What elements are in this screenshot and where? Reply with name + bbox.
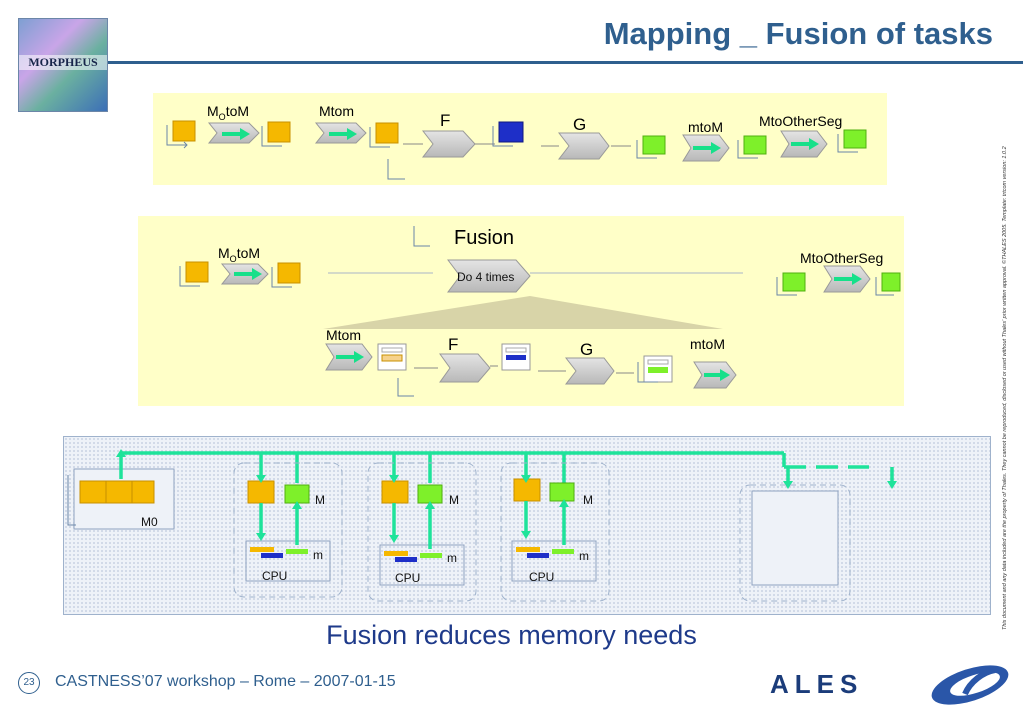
processing-node-3 (500, 462, 610, 602)
inner-chevron-g (564, 357, 615, 385)
inner-label-g: G (580, 340, 594, 359)
fusion-data-orange-2 (271, 262, 301, 288)
chevron-g (557, 132, 610, 160)
m0-memory (67, 468, 175, 530)
thales-swoosh-logo (931, 665, 1009, 705)
morpheus-logo: MORPHEUS (18, 18, 108, 112)
node1-cpu-label: CPU (262, 569, 288, 583)
node3-local-mem-label: m (579, 549, 589, 563)
inner-chevron-f (439, 353, 491, 383)
processing-node-2 (367, 462, 477, 602)
chevron-fusion-mtootherseg (823, 265, 871, 293)
chevron-mtootherseg (780, 130, 828, 158)
logo-text: MORPHEUS (19, 55, 107, 70)
empty-node (739, 484, 851, 602)
data-block-green-3 (837, 129, 867, 153)
inner-chevron-mtom (325, 343, 373, 371)
fusion-data-green-2 (875, 272, 901, 296)
motom-suffix: toM (225, 103, 250, 119)
page-number: 23 (18, 672, 40, 694)
label-f: F (440, 111, 451, 130)
fusion-label-motom: MOtoM (218, 245, 260, 264)
title-rule (108, 61, 1023, 64)
node1-mem-label: M (315, 493, 325, 507)
fusion-diagram (179, 226, 901, 397)
label-mtootherseg: MtoOtherSeg (759, 113, 843, 129)
motom-m: M (207, 103, 219, 119)
slide-caption: Fusion reduces memory needs (326, 620, 697, 650)
footer-text: CASTNESS’07 workshop – Rome – 2007-01-15 (55, 673, 396, 690)
hardware-diagram (67, 449, 897, 602)
label-do-4-times: Do 4 times (457, 270, 515, 284)
hardware-panel: M0 M m CPU M m CPU M m CPU (63, 436, 991, 615)
chevron-fusion (447, 259, 531, 293)
chevron-mtom (314, 122, 367, 144)
fusion-panel: Fusion Do 4 times MOtoM MtoOtherSeg Mtom… (138, 216, 904, 406)
data-block-orange-2 (261, 121, 291, 147)
data-block-green-2 (737, 135, 767, 159)
node3-mem-label: M (583, 493, 593, 507)
fusion-motom-sub: O (229, 253, 237, 264)
label-g: G (573, 115, 587, 134)
data-block-blue (492, 121, 524, 147)
chevron-f (421, 130, 476, 158)
node1-local-mem-label: m (313, 548, 323, 562)
side-disclaimer-text: This document and any data included are … (1002, 146, 1008, 630)
node2-local-mem-label: m (447, 551, 457, 565)
label-mtoM: mtoM (688, 119, 723, 135)
chevron-motom (207, 122, 260, 144)
side-disclaimer: This document and any data included are … (1002, 146, 1014, 630)
node2-mem-label: M (449, 493, 459, 507)
fusion-expand-triangle (323, 296, 723, 329)
page-title: Mapping _ Fusion of tasks (603, 16, 993, 51)
node3-cpu-label: CPU (529, 570, 555, 584)
data-block-orange-3 (369, 122, 405, 180)
inner-buffer-green (643, 355, 673, 383)
task-chain-diagram (166, 120, 867, 180)
inner-chevron-mtoM (693, 361, 737, 389)
label-mtom: Mtom (319, 103, 354, 119)
ales-brand: ALES (770, 669, 864, 699)
data-block-orange-1 (166, 120, 196, 149)
inner-buffer-blue (501, 343, 531, 371)
chevron-fusion-motom (220, 263, 269, 285)
data-block-green-1 (636, 135, 666, 159)
label-fusion: Fusion (454, 227, 515, 249)
processing-node-1 (233, 462, 343, 598)
fusion-data-green-1 (776, 272, 806, 296)
inner-label-mtom: Mtom (326, 327, 361, 343)
inner-label-f: F (448, 335, 459, 354)
label-motom: MOtoM (207, 103, 249, 122)
fusion-data-orange-1 (179, 261, 209, 287)
label-m0: M0 (141, 515, 158, 529)
inner-label-mtoM: mtoM (690, 336, 725, 352)
inner-buffer-orange (377, 343, 407, 371)
bus-lines (119, 451, 894, 483)
node2-cpu-label: CPU (395, 571, 421, 585)
chevron-mtoM (682, 134, 730, 162)
fusion-motom-suffix: toM (236, 245, 261, 261)
motom-sub: O (218, 111, 226, 122)
fusion-motom-m: M (218, 245, 230, 261)
fusion-label-mtootherseg: MtoOtherSeg (800, 250, 884, 266)
task-chain-panel: MOtoM Mtom F G mtoM MtoOtherSeg (153, 93, 887, 185)
